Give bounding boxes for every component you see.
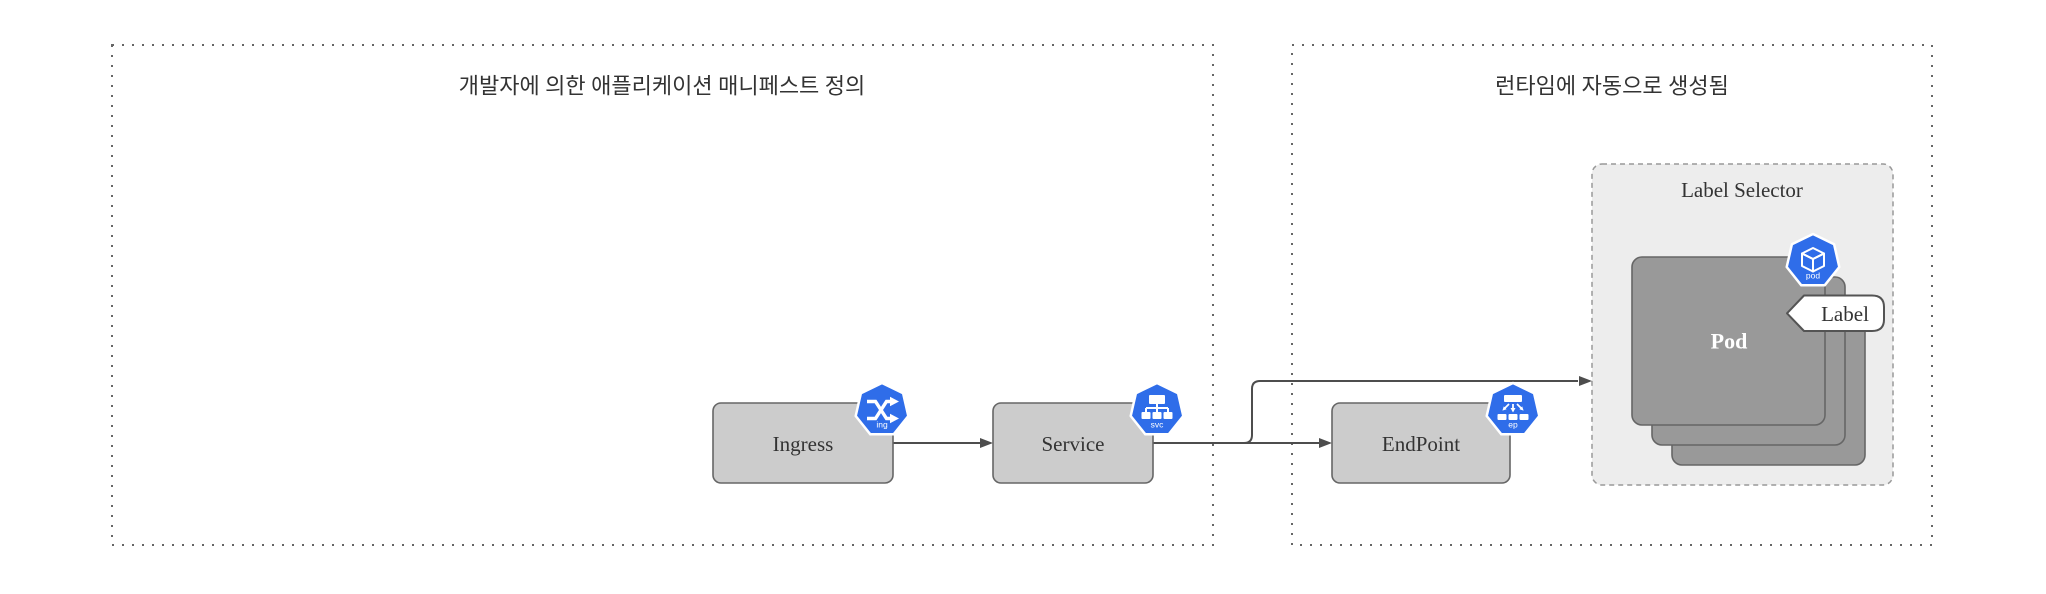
k8s-pod-icon: pod <box>1785 232 1841 287</box>
label-callout-text: Label <box>1821 302 1869 326</box>
group-developer-manifest: 개발자에 의한 애플리케이션 매니페스트 정의 <box>111 44 1214 546</box>
arrowhead-service <box>980 438 993 448</box>
node-service: Service <box>992 402 1154 484</box>
k8s-endpoint-icon: ep <box>1485 381 1541 436</box>
service-box <box>992 402 1154 484</box>
arrowhead-pods <box>1579 376 1592 386</box>
label-selector-title: Label Selector <box>1681 178 1803 202</box>
endpoint-box <box>1331 402 1511 484</box>
pod-label: Pod <box>1711 329 1748 354</box>
k8s-service-icon: svc <box>1129 381 1185 436</box>
pod-box-front <box>1631 256 1826 426</box>
pod-icon-badge: pod <box>1806 271 1820 281</box>
group-runtime-generated-title: 런타임에 자동으로 생성됨 <box>1495 74 1729 99</box>
endpoint-label: EndPoint <box>1382 432 1460 456</box>
group-developer-manifest-title: 개발자에 의한 애플리케이션 매니페스트 정의 <box>459 74 866 99</box>
ingress-icon-badge: ing <box>876 420 888 430</box>
label-callout-shape <box>1786 294 1885 332</box>
edge-service-to-pods <box>1153 380 1578 444</box>
k8s-ingress-icon: ing <box>854 381 910 436</box>
node-ingress: Ingress <box>712 402 894 484</box>
endpoint-icon-badge: ep <box>1508 420 1518 430</box>
arrowhead-endpoint <box>1319 438 1332 448</box>
ingress-box <box>712 402 894 484</box>
service-icon-badge: svc <box>1151 420 1165 430</box>
service-label: Service <box>1042 432 1105 456</box>
edge-arrowheads <box>980 376 1592 448</box>
pod-stack: Pod <box>1631 256 1866 466</box>
ingress-label: Ingress <box>773 432 834 456</box>
edges <box>893 380 1578 444</box>
node-endpoint: EndPoint <box>1331 402 1511 484</box>
label-callout: Label <box>1786 294 1885 332</box>
